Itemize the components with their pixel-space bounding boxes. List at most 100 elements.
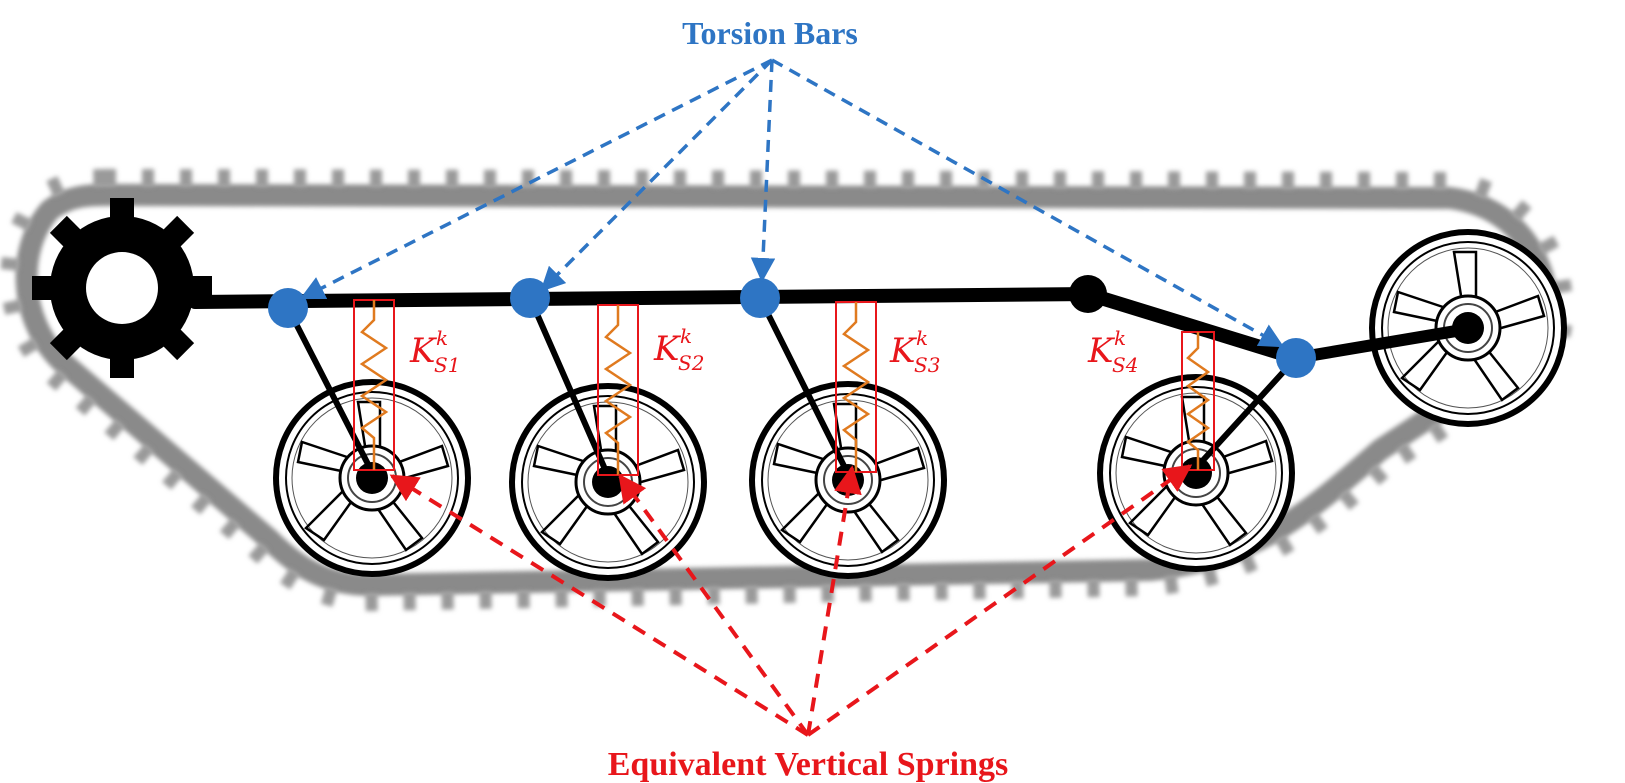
drive-sprocket-icon	[32, 198, 212, 378]
track-tooth	[1274, 534, 1295, 556]
track-tooth	[1092, 171, 1105, 190]
track-tooth	[1168, 171, 1181, 190]
track-tooth	[104, 168, 117, 188]
torsion-joint-1	[268, 288, 308, 328]
track-tooth	[1396, 442, 1417, 464]
track-tooth	[707, 586, 720, 605]
hull-line	[188, 287, 1468, 365]
torsion-joint-4	[1276, 338, 1316, 378]
spring-arrows	[389, 464, 1193, 737]
track-tooth	[479, 590, 492, 609]
spring-label-3: K k S3	[889, 326, 940, 377]
track-tooth	[859, 583, 872, 602]
idler-wheel-icon	[1372, 232, 1564, 424]
spring-label-1: K k S1	[409, 326, 460, 377]
track-tooth	[408, 169, 421, 188]
track-tooth	[142, 169, 155, 188]
swing-arms	[285, 295, 1299, 479]
track-tooth	[2, 299, 23, 315]
spring-label-main: K	[889, 331, 918, 371]
track-tooth	[1367, 463, 1389, 486]
spring-label-main: K	[1087, 331, 1116, 371]
track-tooth	[1016, 170, 1029, 190]
track-tooth	[248, 542, 270, 564]
spring-2	[597, 304, 639, 476]
track-tooth	[1307, 512, 1328, 535]
track-tooth	[631, 587, 644, 607]
track-tooth	[1164, 574, 1179, 595]
track-tooth	[1428, 421, 1449, 444]
track-tooth	[441, 591, 454, 610]
track-tooth	[1130, 171, 1143, 190]
track-tooth	[1510, 200, 1532, 222]
track-tooth	[750, 170, 763, 189]
track-tooth	[104, 418, 126, 441]
track-tooth	[256, 169, 269, 188]
track-tooth	[826, 170, 839, 189]
spring-label-main: K	[653, 329, 682, 369]
spring-label-4: K k S4	[1087, 326, 1138, 377]
spring-4	[1181, 331, 1215, 471]
track-tooth	[1282, 171, 1295, 190]
track-tooth	[560, 169, 573, 189]
track-tooth	[484, 169, 497, 188]
track-tooth	[46, 369, 68, 391]
track-tooth	[636, 170, 649, 189]
track-tooth	[1054, 171, 1067, 190]
track-tooth	[745, 585, 758, 604]
track-tooth	[133, 443, 155, 465]
track-tooth	[1011, 580, 1024, 599]
track-tooth	[403, 592, 416, 611]
track-tooth	[1049, 579, 1062, 598]
track-tooth	[522, 169, 535, 188]
track-tooth	[93, 168, 106, 188]
track-tooth	[320, 586, 338, 607]
track-tooth	[75, 393, 97, 416]
track-tooth	[162, 468, 183, 490]
track-tooth	[788, 170, 801, 189]
track-tooth	[294, 169, 307, 188]
track-tooth	[1434, 171, 1447, 191]
track-tooth	[218, 169, 231, 188]
spring-label-sup: k	[1114, 326, 1126, 350]
road-wheel-icon	[752, 384, 944, 576]
track-tooth	[1125, 578, 1138, 597]
track-tooth	[598, 170, 611, 189]
track-tooth	[1087, 578, 1100, 598]
torsion-joint-3	[740, 278, 780, 318]
road-wheel-icon	[276, 382, 468, 574]
spring-label-sub: S1	[434, 353, 460, 377]
track-tooth	[783, 584, 796, 604]
torsion-bars-title: Torsion Bars	[682, 15, 858, 51]
track-tooth	[219, 517, 241, 540]
torsion-joint-2	[510, 278, 550, 318]
track-tooth	[1396, 171, 1409, 190]
spring-label-sub: S2	[678, 351, 704, 375]
track-tooth	[940, 170, 953, 189]
track-tooth	[712, 170, 725, 189]
track-tooth	[365, 592, 378, 612]
torsion-bar-arrows	[299, 58, 1285, 348]
track-tooth	[280, 567, 300, 590]
road-wheel-icon	[1100, 377, 1292, 569]
track-tooth	[46, 176, 65, 198]
track-tooth	[935, 581, 948, 601]
torsion-bar-joints	[268, 275, 1316, 378]
track-tooth	[1358, 171, 1371, 190]
track-tooth	[897, 582, 910, 601]
spring-label-2: K k S2	[653, 324, 704, 375]
spring-label-sub: S3	[914, 353, 940, 377]
track-tooth	[555, 589, 568, 608]
spring-label-sub: S4	[1112, 353, 1138, 377]
spring-1	[353, 299, 395, 471]
track-tooth	[669, 586, 682, 606]
spring-label-sup: k	[916, 326, 928, 350]
track-tooth	[1474, 178, 1492, 200]
track-tooth	[902, 170, 915, 189]
track-tooth	[864, 170, 877, 189]
track-tooth	[1320, 171, 1333, 190]
track-tooth	[332, 169, 345, 188]
equivalent-springs-title: Equivalent Vertical Springs	[608, 746, 1009, 783]
